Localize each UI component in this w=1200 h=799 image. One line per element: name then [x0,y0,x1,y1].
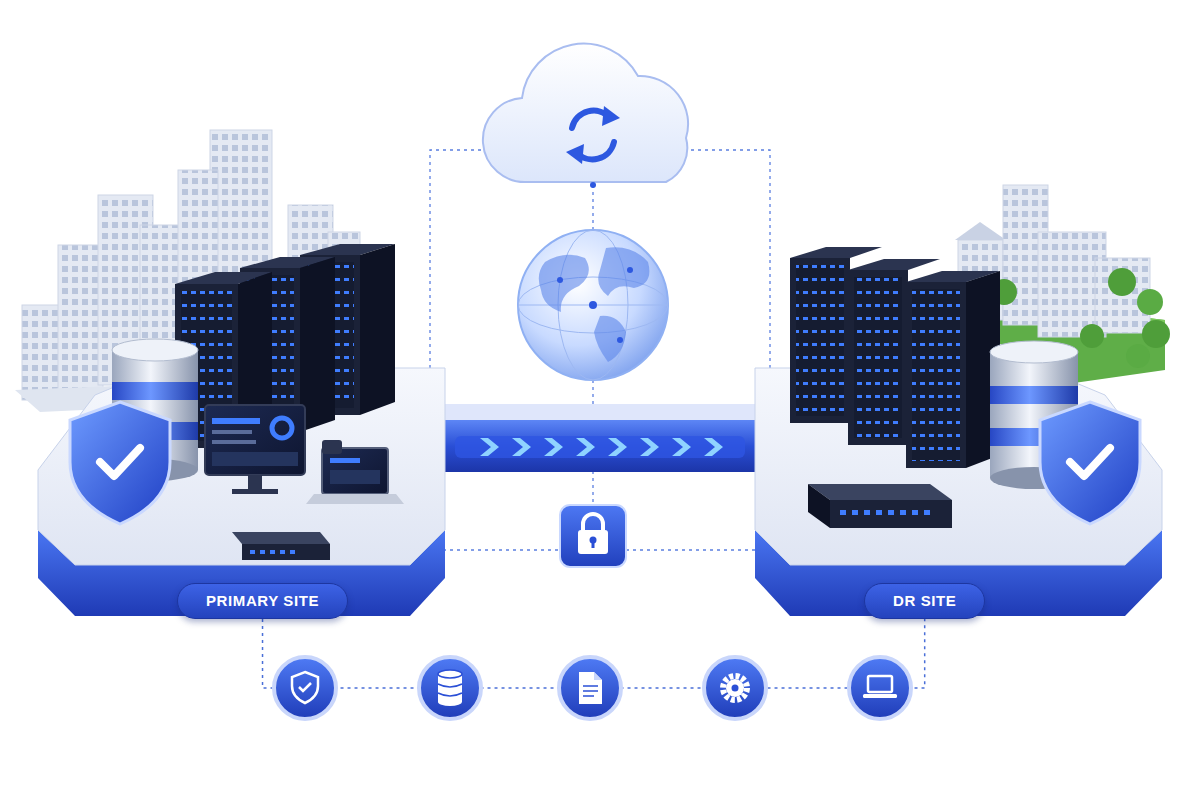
replication-bridge [428,404,772,472]
laptop-icon [849,657,911,719]
shield-icon [274,657,336,719]
database-icon [419,657,481,719]
site-label: PRIMARY SITE [177,583,348,619]
lock-symbol [560,505,626,567]
gear-icon [704,657,766,719]
primary-devices [205,405,404,560]
dr-server-racks [790,247,1000,468]
primary-shield [70,402,170,524]
document-icon [559,657,621,719]
site-name: DR SITE [893,592,956,610]
dashed-links [415,150,785,550]
site-name: PRIMARY SITE [206,592,319,610]
site-label: DR SITE [864,583,985,619]
globe [518,230,668,380]
cloud-sync [483,44,688,188]
dr-shield [1040,402,1140,524]
dr-switch [808,484,952,528]
